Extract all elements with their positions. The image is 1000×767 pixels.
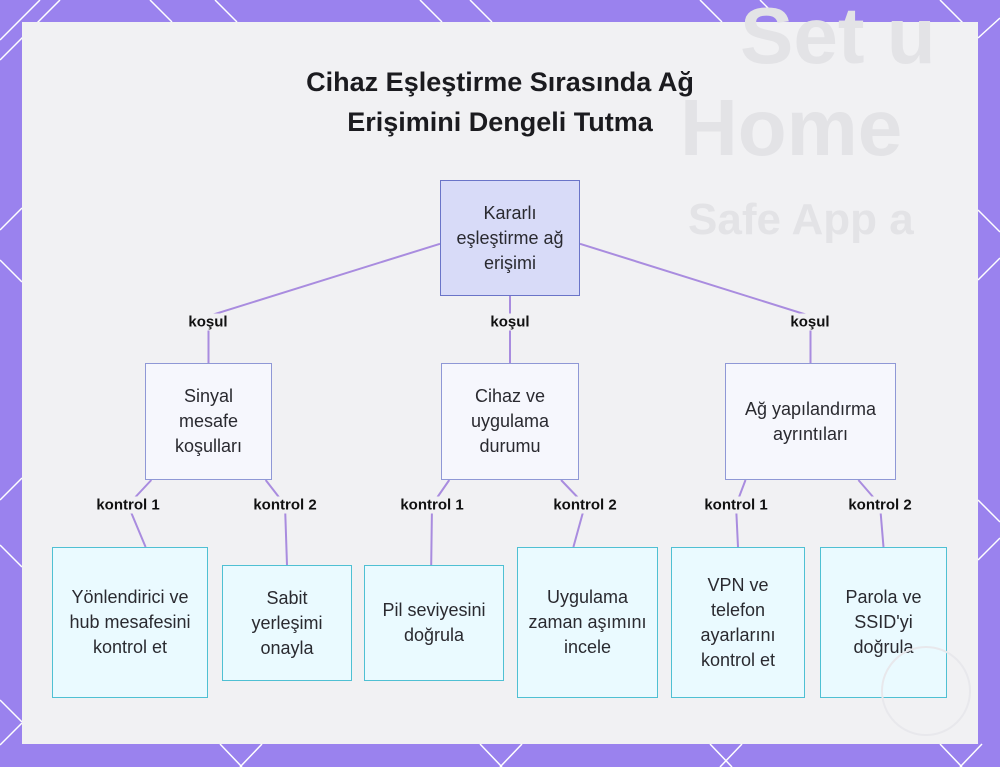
edge-label-n1-l2: kontrol 2	[250, 496, 320, 514]
node-sinyal-mesafe: Sinyal mesafe koşulları	[145, 363, 272, 480]
edge-label-n3-l5: kontrol 1	[701, 496, 771, 514]
frame-line-11	[0, 259, 23, 283]
frame-line-2	[149, 0, 173, 23]
frame-line-7	[759, 0, 783, 23]
edge-label-n3-l6: kontrol 2	[845, 496, 915, 514]
edge-label-root-n2: koşul	[487, 313, 533, 331]
frame-line-25	[719, 743, 743, 767]
node-ag-yapilandirma: Ağ yapılandırma ayrıntıları	[725, 363, 896, 480]
frame-line-21	[239, 743, 263, 767]
diagram-title: Cihaz Eşleştirme Sırasında Ağ Erişimini …	[200, 62, 800, 142]
frame-line-24	[709, 743, 733, 767]
edge-label-root-n1: koşul	[185, 313, 231, 331]
frame-line-16	[977, 499, 1000, 523]
frame-line-13	[0, 544, 23, 568]
frame-line-26	[939, 743, 963, 767]
background-text-line-3: Safe App a	[688, 195, 914, 244]
edge-n2-l3	[430, 479, 451, 566]
edge-n3-l6	[857, 479, 885, 548]
edge-root-n1	[207, 242, 441, 363]
edge-n3-l5	[734, 479, 747, 548]
node-pil-seviyesi: Pil seviyesini doğrula	[364, 565, 504, 681]
frame-line-15	[977, 257, 1000, 281]
frame-line-18	[0, 699, 23, 723]
frame-line-9	[977, 17, 1000, 39]
node-uygulama-zaman-asimi: Uygulama zaman aşımını incele	[517, 547, 658, 698]
node-cihaz-uygulama: Cihaz ve uygulama durumu	[441, 363, 579, 480]
node-vpn-telefon: VPN ve telefon ayarlarını kontrol et	[671, 547, 805, 698]
edge-label-n2-l4: kontrol 2	[550, 496, 620, 514]
node-yonlendirici-mesafe: Yönlendirici ve hub mesafesini kontrol e…	[52, 547, 208, 698]
frame-line-0	[0, 0, 41, 41]
background-text-line-1: Set u	[740, 0, 936, 80]
home-logo-icon	[881, 646, 971, 736]
edge-n2-l4	[560, 479, 587, 548]
frame-line-10	[0, 207, 23, 231]
edge-label-n2-l3: kontrol 1	[397, 496, 467, 514]
frame-line-20	[219, 743, 243, 767]
title-line-1: Cihaz Eşleştirme Sırasında Ağ	[306, 67, 694, 97]
frame-line-19	[0, 722, 23, 746]
title-line-2: Erişimini Dengeli Tutma	[347, 107, 653, 137]
frame-line-6	[699, 0, 723, 23]
frame-line-27	[959, 743, 983, 767]
background-text-line-2: Home	[680, 83, 903, 172]
edge-root-n3	[579, 242, 812, 363]
frame-line-12	[0, 477, 23, 501]
node-root: Kararlı eşleştirme ağ erişimi	[440, 180, 580, 296]
edge-n1-l2	[264, 479, 288, 566]
edge-label-n1-l1: kontrol 1	[93, 496, 163, 514]
node-sabit-yerlesim: Sabit yerleşimi onayla	[222, 565, 352, 681]
frame-line-3	[214, 0, 238, 23]
edge-label-root-n3: koşul	[787, 313, 833, 331]
frame-line-14	[977, 209, 1000, 233]
frame-line-23	[499, 743, 523, 767]
frame-line-22	[479, 743, 503, 767]
frame-line-17	[977, 537, 1000, 561]
frame-line-4	[419, 0, 443, 23]
frame-line-5	[469, 0, 493, 23]
edge-n1-l1	[126, 479, 153, 548]
